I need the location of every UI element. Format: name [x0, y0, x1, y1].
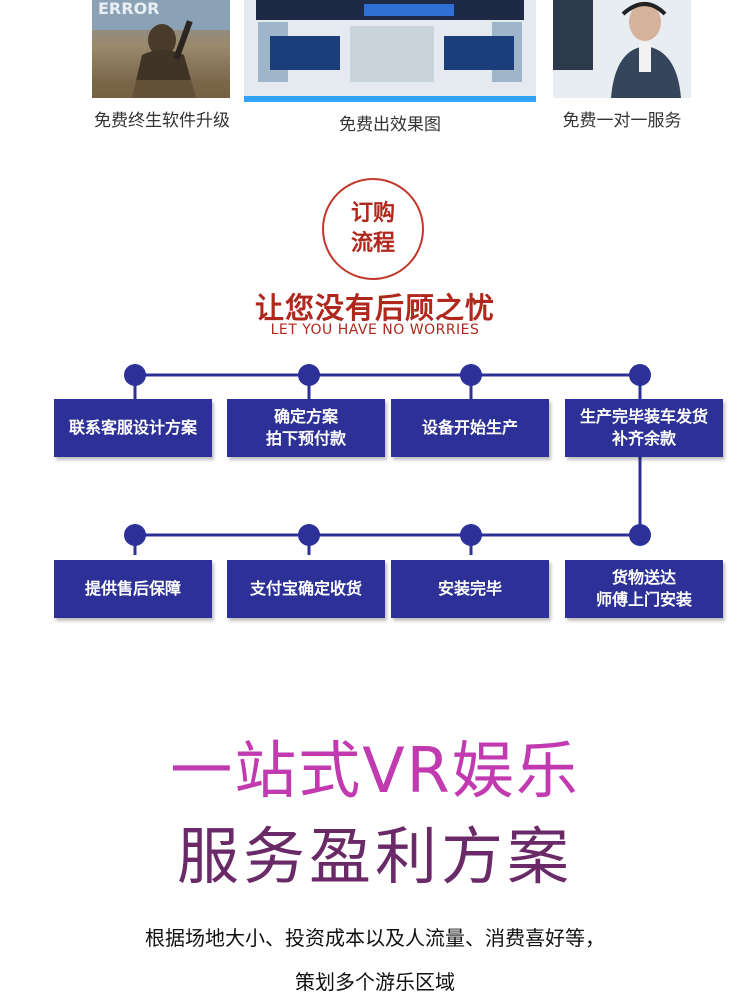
step-start-production: 设备开始生产	[391, 399, 549, 457]
step-after-sales: 提供售后保障	[54, 560, 212, 618]
caption-effect-render: 免费出效果图	[339, 115, 441, 135]
flow-dot	[460, 524, 482, 546]
promo-description-2: 策划多个游乐区域	[295, 970, 455, 994]
promo-headline-1: 一站式VR娱乐	[170, 734, 580, 807]
step-label: 货物送达	[611, 568, 676, 587]
caption-one-on-one-service: 免费一对一服务	[562, 111, 682, 131]
promo-description-1: 根据场地大小、投资成本以及人流量、消费喜好等，	[145, 926, 605, 950]
step-label: 生产完毕装车发货	[579, 407, 708, 426]
flow-dot	[629, 364, 651, 386]
badge-line-2: 流程	[350, 231, 395, 256]
process-connector-lines	[124, 364, 651, 555]
order-process-badge: 订购 流程	[322, 178, 424, 280]
flow-dot	[298, 524, 320, 546]
poster-title-text: ERROR	[98, 0, 160, 18]
flow-dot	[124, 524, 146, 546]
step-label: 安装完毕	[437, 579, 502, 598]
flow-dot	[460, 364, 482, 386]
step-label: 确定方案	[273, 407, 338, 426]
step-delivery-install: 货物送达 师傅上门安装	[565, 560, 723, 618]
step-label-2: 拍下预付款	[265, 429, 346, 448]
badge-line-1: 订购	[350, 201, 395, 226]
step-confirm-receipt: 支付宝确定收货	[227, 560, 385, 618]
step-label: 联系客服设计方案	[68, 418, 197, 437]
flow-dot	[298, 364, 320, 386]
step-confirm-plan: 确定方案 拍下预付款	[227, 399, 385, 457]
step-label-2: 师傅上门安装	[595, 590, 692, 609]
vr-venue-render-image	[244, 0, 536, 102]
customer-service-image	[553, 0, 691, 98]
step-label: 支付宝确定收货	[249, 579, 362, 598]
step-ship-goods: 生产完毕装车发货 补齐余款	[565, 399, 723, 457]
process-subtitle: LET YOU HAVE NO WORRIES	[270, 322, 480, 338]
step-install-complete: 安装完毕	[391, 560, 549, 618]
step-label: 设备开始生产	[421, 418, 518, 437]
promo-headline-2: 服务盈利方案	[176, 820, 573, 893]
flow-dot	[629, 524, 651, 546]
process-title: 让您没有后顾之忧	[254, 291, 495, 325]
caption-software-upgrade: 免费终生软件升级	[94, 111, 230, 131]
step-contact-design: 联系客服设计方案	[54, 399, 212, 457]
flow-dot	[124, 364, 146, 386]
game-poster-image: ERROR	[92, 0, 230, 98]
step-label: 提供售后保障	[84, 579, 181, 598]
step-label-2: 补齐余款	[611, 429, 676, 448]
